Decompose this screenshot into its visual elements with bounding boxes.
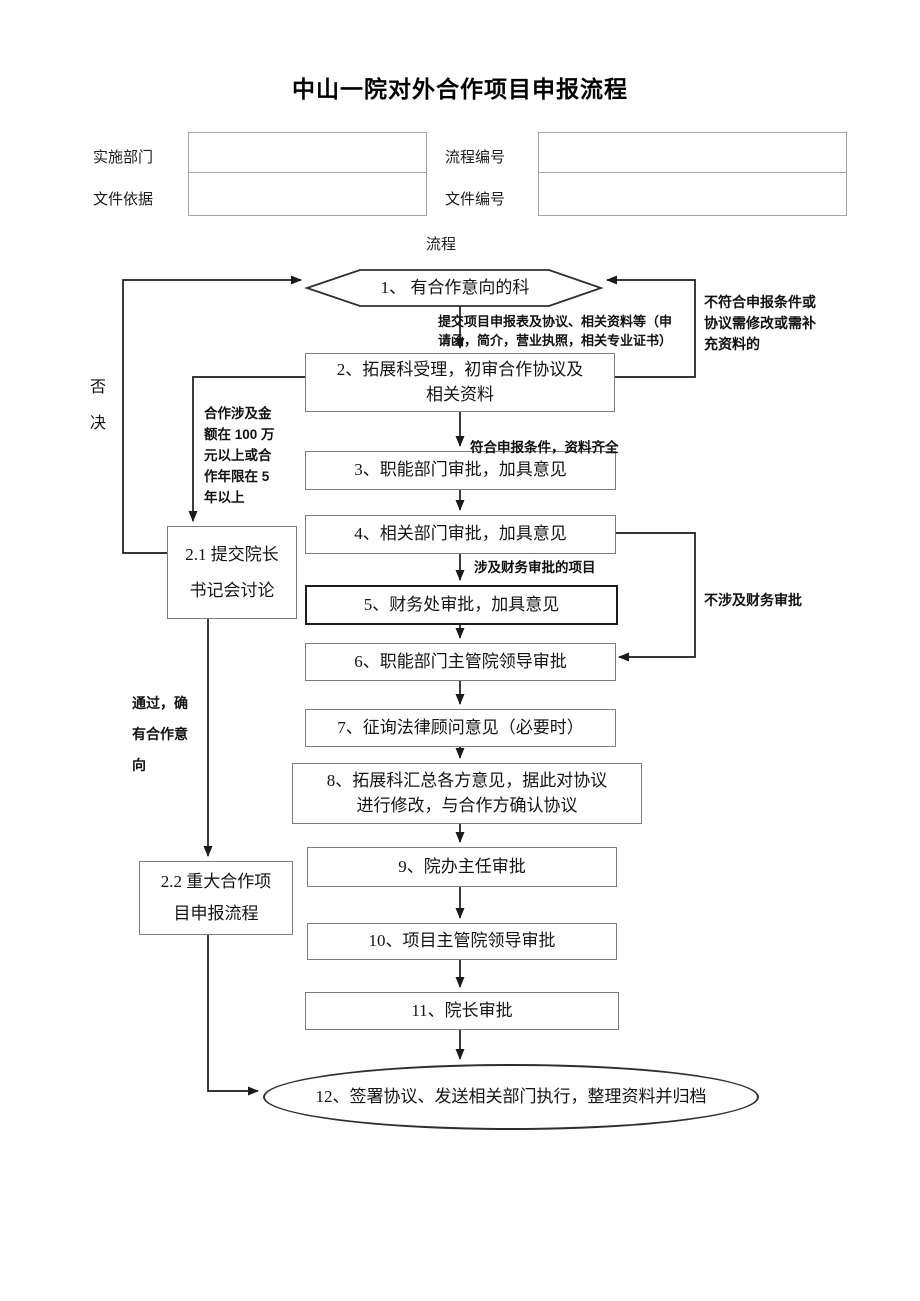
flow-node-4: 4、相关部门审批，加具意见 (305, 515, 616, 554)
flow-node-2-1: 2.1 提交院长 书记会讨论 (167, 526, 297, 619)
label-finance-not-involved: 不涉及财务审批 (704, 592, 802, 608)
flow-node-11: 11、院长审批 (305, 992, 619, 1030)
flow-node-9: 9、院办主任审批 (307, 847, 617, 887)
label-veto: 否 决 (90, 379, 107, 432)
connector-box4-to-box6-bypass (614, 532, 696, 662)
implementation-dept-label: 实施部门 (93, 150, 154, 166)
flow-node-6: 6、职能部门主管院领导审批 (305, 643, 616, 681)
label-submit-docs: 提交项目申报表及协议、相关资料等（申 请函，简介，营业执照，相关专业证书） (438, 314, 673, 348)
connector-box2-to-box2-1 (188, 376, 305, 522)
flow-node-2-2: 2.2 重大合作项 目申报流程 (139, 861, 293, 935)
flow-node-5: 5、财务处审批，加具意见 (305, 585, 618, 625)
flow-node-7: 7、征询法律顾问意见（必要时） (305, 709, 616, 747)
label-large-amount: 合作涉及金 额在 100 万 元以上或合 作年限在 5 年以上 (204, 406, 275, 505)
label-qualified: 符合申报条件，资料齐全 (470, 440, 619, 455)
label-passed: 通过，确 有合作意 向 (132, 695, 188, 773)
hexagon-shape (304, 269, 604, 307)
flow-node-8: 8、拓展科汇总各方意见，据此对协议 进行修改，与合作方确认协议 (292, 763, 642, 824)
right-form-box (538, 132, 847, 216)
flow-node-1-hexagon: 1、 有合作意向的科 (380, 277, 530, 297)
label-reject-condition: 不符合申报条件或 协议需修改或需补 充资料的 (704, 294, 816, 352)
connector-box2-2-to-oval12 (207, 933, 259, 1096)
flow-node-12-oval: 12、签署协议、发送相关部门执行，整理资料并归档 (263, 1064, 759, 1130)
label-finance-involved: 涉及财务审批的项目 (474, 560, 596, 575)
flow-node-2: 2、拓展科受理，初审合作协议及 相关资料 (305, 353, 615, 412)
document-basis-label: 文件依据 (93, 192, 154, 208)
form-divider (539, 172, 846, 173)
connector-box2-return-to-hex1 (606, 275, 696, 378)
page-title: 中山一院对外合作项目申报流程 (292, 76, 628, 102)
flow-node-10: 10、项目主管院领导审批 (307, 923, 617, 960)
flow-section-label: 流程 (425, 237, 456, 253)
connector-veto-return-to-hex1 (122, 275, 302, 554)
form-divider (189, 172, 426, 173)
process-number-label: 流程编号 (445, 150, 506, 166)
flow-node-3: 3、职能部门审批，加具意见 (305, 451, 616, 490)
document-number-label: 文件编号 (445, 192, 506, 208)
left-form-box (188, 132, 427, 216)
